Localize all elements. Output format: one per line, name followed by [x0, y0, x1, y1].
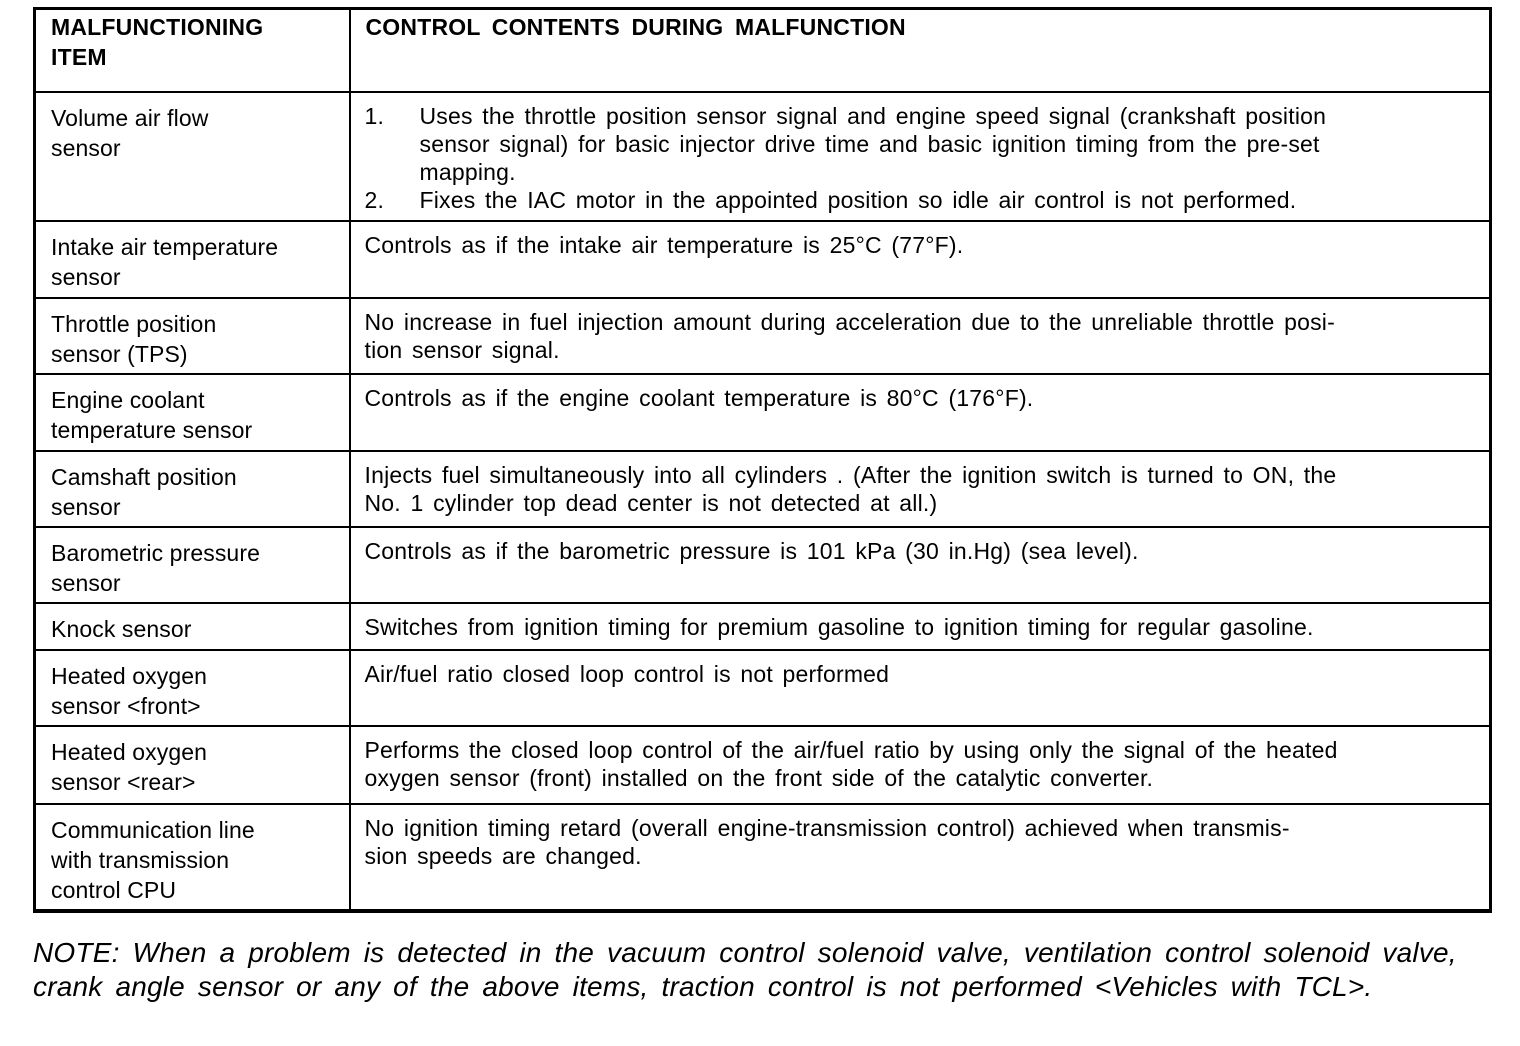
list-item: 2. Fixes the IAC motor in the appointed …: [365, 186, 1482, 214]
list-number: 1.: [364, 102, 385, 129]
list-item-text: Fixes the IAC motor in the appointed pos…: [419, 186, 1297, 213]
table-row-intake-air-temperature-sensor: Intake air temperature sensor Controls a…: [33, 219, 1492, 299]
item-cell: Intake air temperature sensor: [33, 219, 351, 299]
content-text: Air/fuel ratio closed loop control is no…: [364, 660, 890, 687]
content-text: Switches from ignition timing for premiu…: [364, 613, 1314, 640]
table-row-throttle-position-sensor: Throttle position sensor (TPS) No increa…: [33, 296, 1492, 375]
table-row-barometric-pressure-sensor: Barometric pressure sensor Controls as i…: [33, 525, 1492, 604]
item-cell: Throttle position sensor (TPS): [33, 296, 351, 375]
item-cell: Communication line with transmission con…: [33, 802, 351, 912]
table-header-row: MALFUNCTIONING ITEM CONTROL CONTENTS DUR…: [33, 7, 1492, 93]
table-row-volume-air-flow-sensor: Volume air flow sensor 1. Uses the throt…: [33, 90, 1492, 222]
content-text: Controls as if the intake air temperatur…: [364, 231, 964, 258]
content-text: No increase in fuel injection amount dur…: [364, 308, 1335, 363]
content-cell: 1. Uses the throttle position sensor sig…: [348, 90, 1492, 222]
table-row-communication-line-transmission-cpu: Communication line with transmission con…: [33, 802, 1492, 912]
item-cell: Heated oxygen sensor <rear>: [33, 724, 351, 805]
content-cell: No ignition timing retard (overall engin…: [348, 802, 1492, 912]
content-cell: Injects fuel simultaneously into all cyl…: [348, 449, 1492, 528]
header-cell-control-contents: CONTROL CONTENTS DURING MALFUNCTION: [348, 7, 1492, 93]
item-cell: Volume air flow sensor: [33, 90, 351, 222]
list-item: 1. Uses the throttle position sensor sig…: [365, 102, 1482, 186]
item-cell: Knock sensor: [33, 601, 351, 651]
content-cell: No increase in fuel injection amount dur…: [348, 296, 1492, 375]
malfunction-table: MALFUNCTIONING ITEM CONTROL CONTENTS DUR…: [33, 7, 1492, 913]
header-cell-malfunctioning-item: MALFUNCTIONING ITEM: [33, 7, 351, 93]
content-text: Controls as if the barometric pressure i…: [364, 537, 1139, 564]
list-item-text: Uses the throttle position sensor signal…: [419, 102, 1327, 185]
list-number: 2.: [364, 186, 385, 213]
content-text: Injects fuel simultaneously into all cyl…: [364, 461, 1337, 516]
content-cell: Performs the closed loop control of the …: [348, 724, 1492, 805]
content-cell: Controls as if the engine coolant temper…: [348, 372, 1492, 452]
content-text: Controls as if the engine coolant temper…: [364, 384, 1034, 411]
note-text: NOTE: When a problem is detected in the …: [33, 937, 1457, 1002]
content-cell: Controls as if the barometric pressure i…: [348, 525, 1492, 604]
content-cell: Switches from ignition timing for premiu…: [348, 601, 1492, 651]
content-cell: Controls as if the intake air temperatur…: [348, 219, 1492, 299]
item-cell: Engine coolant temperature sensor: [33, 372, 351, 452]
table-row-knock-sensor: Knock sensor Switches from ignition timi…: [33, 601, 1492, 651]
content-text: No ignition timing retard (overall engin…: [364, 814, 1290, 869]
table-row-heated-oxygen-sensor-front: Heated oxygen sensor <front> Air/fuel ra…: [33, 648, 1492, 727]
table-row-camshaft-position-sensor: Camshaft position sensor Injects fuel si…: [33, 449, 1492, 528]
table-row-heated-oxygen-sensor-rear: Heated oxygen sensor <rear> Performs the…: [33, 724, 1492, 805]
content-text: Performs the closed loop control of the …: [364, 736, 1338, 791]
content-cell: Air/fuel ratio closed loop control is no…: [348, 648, 1492, 727]
item-cell: Barometric pressure sensor: [33, 525, 351, 604]
table-row-engine-coolant-temperature-sensor: Engine coolant temperature sensor Contro…: [33, 372, 1492, 452]
item-cell: Camshaft position sensor: [33, 449, 351, 528]
item-cell: Heated oxygen sensor <front>: [33, 648, 351, 727]
